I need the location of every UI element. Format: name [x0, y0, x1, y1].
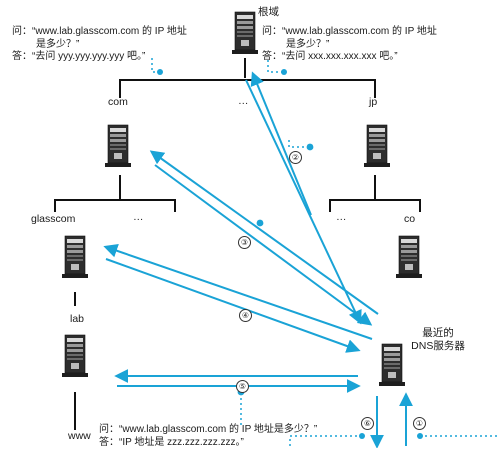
com-dialogue-answer: 答：“去问 yyy.yyy.yyy.yyy 吧。” — [12, 51, 187, 64]
com-dialogue-question-cont: 是多少？” — [12, 39, 187, 52]
lab-dialogue: 问：“www.lab.glasscom.com 的 IP 地址是多少？” 答：“… — [99, 424, 317, 449]
dns-label-line2: DNS服务器 — [408, 340, 468, 353]
step-3-marker: ③ — [238, 236, 251, 249]
jp-domain-label: jp — [369, 96, 377, 109]
glasscom-server-icon — [62, 236, 88, 278]
top-ellipsis-label: … — [238, 95, 249, 108]
callout-leaders — [152, 58, 500, 448]
com-server-icon — [105, 125, 131, 167]
arrow-to-com — [152, 152, 378, 314]
query-arrows — [106, 74, 406, 446]
arrow-to-root — [253, 74, 311, 215]
glasscom-domain-label: glasscom — [31, 213, 75, 226]
step-6-marker: ⑥ — [361, 417, 374, 430]
com-ellipsis-label: … — [133, 211, 144, 224]
lab-server-icon — [62, 335, 88, 377]
step-5-marker: ⑤ — [236, 380, 249, 393]
dns-label-line1: 最近的 — [408, 327, 468, 340]
root-server-icon — [232, 12, 258, 54]
root-dialogue-question: 问：“www.lab.glasscom.com 的 IP 地址 — [262, 26, 437, 39]
root-dialogue-question-cont: 是多少？” — [262, 39, 437, 52]
root-dialogue: 问：“www.lab.glasscom.com 的 IP 地址 是多少？” 答：… — [262, 26, 437, 64]
www-host-label: www — [68, 430, 91, 443]
lab-dialogue-answer: 答：“IP 地址是 zzz.zzz.zzz.zzz。” — [99, 437, 317, 449]
nearest-dns-server-label: 最近的 DNS服务器 — [408, 327, 468, 353]
com-domain-label: com — [108, 96, 128, 109]
jp-ellipsis-label: … — [336, 211, 347, 224]
step-4-marker: ④ — [239, 309, 252, 322]
dns-server-icon — [379, 344, 405, 386]
lab-dialogue-question: 问：“www.lab.glasscom.com 的 IP 地址是多少？” — [99, 424, 317, 437]
lab-domain-label: lab — [70, 313, 84, 326]
com-dialogue: 问：“www.lab.glasscom.com 的 IP 地址 是多少？” 答：… — [12, 26, 187, 64]
com-dialogue-question: 问：“www.lab.glasscom.com 的 IP 地址 — [12, 26, 187, 39]
jp-server-icon — [364, 125, 390, 167]
step-1-marker: ① — [413, 417, 426, 430]
step-2-marker: ② — [289, 151, 302, 164]
co-server-icon — [396, 236, 422, 278]
co-domain-label: co — [404, 213, 415, 226]
root-domain-label: 根域 — [258, 6, 279, 19]
root-dialogue-answer: 答：“去问 xxx.xxx.xxx.xxx 吧。” — [262, 51, 437, 64]
